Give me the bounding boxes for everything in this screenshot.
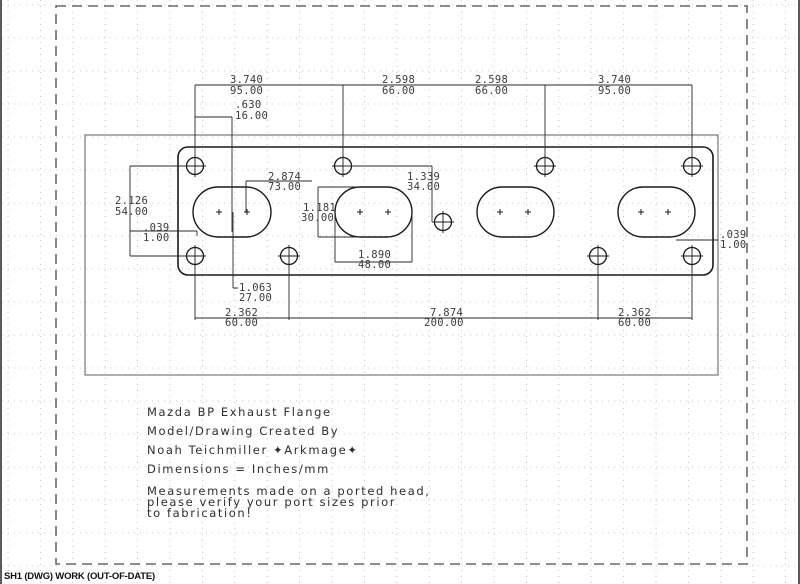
- dim-height-mm: 54.00: [115, 206, 148, 218]
- dim-port-width-in: 1.890: [358, 249, 391, 261]
- dimension-labels: 3.740 95.00 2.598 66.00 2.598 66.00 3.74…: [115, 74, 747, 329]
- note-author-line: Model/Drawing Created By: [147, 424, 339, 438]
- exhaust-ports: [192, 186, 696, 238]
- status-bar-text: SH1 (DWG) WORK (OUT-OF-DATE): [4, 571, 157, 582]
- dim-hole-offset-in: .630: [235, 99, 262, 111]
- dim-port-width-mm: 48.00: [358, 259, 391, 271]
- dim-port-drop-in: 1.063: [239, 282, 272, 294]
- dim-top-1-in: 3.740: [230, 74, 263, 86]
- note-units: Dimensions = Inches/mm: [147, 462, 330, 476]
- dim-top-1-mm: 95.00: [230, 85, 263, 97]
- drawing-notes: Mazda BP Exhaust Flange Model/Drawing Cr…: [147, 405, 431, 520]
- dim-port-height-mm: 30.00: [301, 212, 334, 224]
- note-warning-3: to fabrication!: [147, 506, 253, 520]
- dim-bottom-2-in: 7.874: [430, 307, 463, 319]
- dimension-lines: [129, 84, 718, 320]
- drawing-frame-dashed: [55, 5, 748, 565]
- dim-stud-offset-mm: 34.00: [407, 181, 440, 193]
- dim-right-gap-in: .039: [720, 229, 747, 241]
- note-title: Mazda BP Exhaust Flange: [147, 405, 332, 419]
- dim-left-gap-in: .039: [143, 222, 170, 234]
- dim-top-2-in: 2.598: [382, 74, 415, 86]
- exhaust-port-4: [617, 186, 696, 238]
- exhaust-port-3: [476, 186, 555, 238]
- dim-port-height-in: 1.181: [303, 202, 336, 214]
- dim-top-3-in: 2.598: [475, 74, 508, 86]
- dim-bottom-3-in: 2.362: [618, 307, 651, 319]
- dim-top-4-in: 3.740: [598, 74, 631, 86]
- dim-bottom-3-mm: 60.00: [618, 317, 651, 329]
- dim-bottom-1-mm: 60.00: [225, 317, 258, 329]
- hole-center-marks: [184, 155, 703, 267]
- dim-stud-offset-in: 1.339: [407, 171, 440, 183]
- note-author-name: Noah Teichmiller ✦Arkmage✦: [147, 443, 359, 457]
- dim-left-gap-mm: 1.00: [143, 232, 170, 244]
- dim-port-drop-mm: 27.00: [239, 292, 272, 304]
- dim-port-spacing-in: 2.874: [268, 171, 301, 183]
- dim-height-in: 2.126: [115, 195, 148, 207]
- port-center-marks: [216, 209, 671, 215]
- flange-outline: [177, 146, 714, 276]
- dim-top-3-mm: 66.00: [475, 85, 508, 97]
- dim-top-4-mm: 95.00: [598, 85, 631, 97]
- exhaust-port-1: [192, 186, 272, 238]
- dim-right-gap-mm: 1.00: [720, 239, 747, 251]
- dim-top-2-mm: 66.00: [382, 85, 415, 97]
- note-warning-2: please verify your port sizes prior: [147, 495, 396, 509]
- note-warning-1: Measurements made on a ported head,: [147, 484, 431, 498]
- dim-hole-offset-mm: 16.00: [235, 110, 268, 122]
- exhaust-port-2: [334, 186, 413, 238]
- dim-bottom-1-in: 2.362: [225, 307, 258, 319]
- dim-bottom-2-mm: 200.00: [424, 317, 464, 329]
- dim-port-spacing-mm: 73.00: [268, 181, 301, 193]
- sheet-border: [84, 134, 719, 376]
